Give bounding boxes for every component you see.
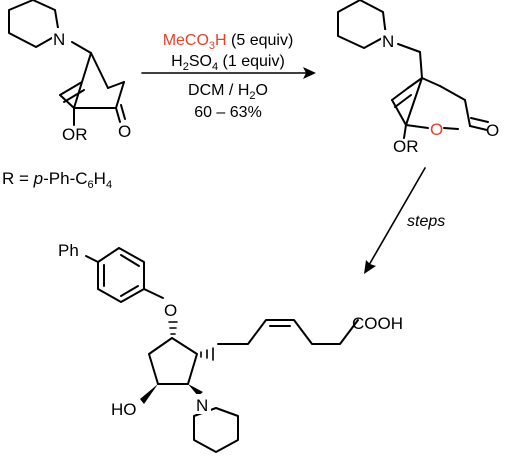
lac-alkene-tail xyxy=(391,99,407,126)
lactone-product: N O O OR xyxy=(337,0,499,156)
sm-piperidine-ring xyxy=(8,0,60,48)
sm-carbonyl-bond-2 xyxy=(120,104,126,120)
sm-c2-c3 xyxy=(115,81,125,109)
final-product: Ph O COOH HO N xyxy=(58,241,403,453)
sm-alkene-1 xyxy=(59,81,83,96)
r-group-definition: R = p-Ph-C6H4 xyxy=(2,169,112,191)
starting-material: N OR O xyxy=(8,0,131,144)
sm-n-bridge-bond xyxy=(71,41,92,54)
acid-line: H2SO4 (1 equiv) xyxy=(171,53,285,73)
fp-aromatic-1 xyxy=(120,254,140,267)
lac-n-bridge-bond xyxy=(397,43,421,53)
sm-c3-c4 xyxy=(107,81,125,89)
lac-ring-oxygen-label: O xyxy=(430,120,443,139)
sm-bridge xyxy=(73,52,92,109)
fp-ph-bond xyxy=(85,255,99,263)
fp-phenyl-label: Ph xyxy=(58,241,79,260)
steps-arrow-head xyxy=(364,260,376,274)
lac-carbonyl-label: O xyxy=(486,121,499,140)
lac-ring-1 xyxy=(439,85,466,101)
lac-alkene-1 xyxy=(391,87,409,101)
solvent-line: DCM / H2O xyxy=(188,82,268,102)
sm-carbonyl-bond xyxy=(115,107,121,123)
lac-bridge-right xyxy=(421,77,441,87)
lac-carbonyl-1 xyxy=(469,125,488,131)
lac-amine-label: N xyxy=(382,32,394,51)
fp-acid-label: COOH xyxy=(352,314,403,333)
lac-alkene-2 xyxy=(394,94,412,108)
fp-side-chain xyxy=(217,319,359,345)
lac-bridgehead xyxy=(407,77,423,89)
steps-arrow-line xyxy=(368,167,426,266)
lac-ring-3 xyxy=(443,127,459,130)
sm-amine-label: N xyxy=(53,30,65,49)
fp-hashed-bond-ether xyxy=(168,321,178,335)
reaction-conditions: MeCO3H (5 equiv) H2SO4 (1 equiv) DCM / H… xyxy=(141,32,316,121)
lac-c-o-bond xyxy=(403,124,407,139)
lac-carbonyl-2 xyxy=(470,117,489,123)
sm-carbonyl-label: O xyxy=(118,122,131,141)
fp-amine-label: N xyxy=(196,396,208,415)
fp-piperidine-ring xyxy=(193,407,239,453)
yield-line: 60 – 63% xyxy=(194,104,262,121)
steps-arrow: steps xyxy=(364,167,445,274)
lac-ring-2 xyxy=(464,99,471,127)
sm-alkene-tail xyxy=(59,94,75,109)
fp-hashed-bond-chain xyxy=(200,347,214,361)
reaction-arrow-head xyxy=(303,67,316,79)
lac-ether-label: OR xyxy=(393,137,419,156)
fp-aromatic-2 xyxy=(120,285,139,297)
oxidant-line: MeCO3H (5 equiv) xyxy=(163,32,294,52)
fp-cyclopentane xyxy=(148,337,198,385)
fp-o-aryl-bond xyxy=(143,288,164,299)
lac-piperidine-ring xyxy=(337,0,387,49)
sm-alkene-2 xyxy=(63,89,85,103)
fp-wedge-hydroxyl xyxy=(140,384,158,404)
lac-ring-4 xyxy=(405,124,429,129)
fp-wedge-amine xyxy=(188,384,203,396)
sm-ether-label: OR xyxy=(62,125,88,144)
steps-label: steps xyxy=(407,213,445,230)
fp-ether-oxygen-label: O xyxy=(164,301,177,320)
fp-hydroxyl-label: HO xyxy=(111,400,137,419)
sm-bridge-right xyxy=(90,52,109,89)
